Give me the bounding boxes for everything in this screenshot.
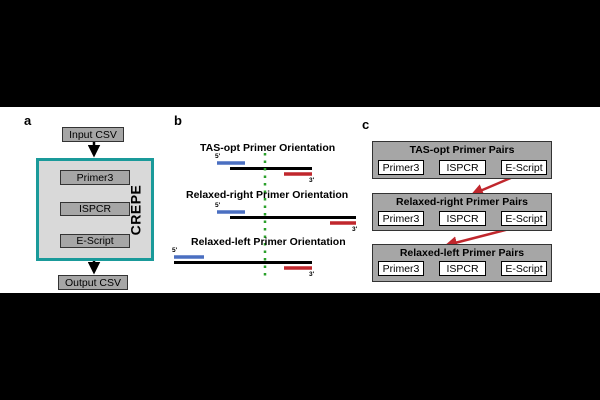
group-title-relaxed-right: Relaxed-right Primer Pairs bbox=[396, 196, 528, 208]
input-csv-box: Input CSV bbox=[62, 127, 124, 142]
orientation-title-relaxed-left: Relaxed-left Primer Orientation bbox=[191, 236, 346, 248]
escript-step-box: E-Script bbox=[60, 234, 130, 248]
c1-ispcr-box: ISPCR bbox=[439, 160, 486, 175]
three-prime-label-relaxed-right: 3' bbox=[352, 226, 358, 233]
panel-label-c: c bbox=[362, 117, 370, 132]
c3-primer3-box: Primer3 bbox=[378, 261, 424, 276]
orientation-title-tas-opt: TAS-opt Primer Orientation bbox=[200, 142, 336, 154]
c3-ispcr-box: ISPCR bbox=[439, 261, 486, 276]
primer3-step-box: Primer3 bbox=[60, 170, 130, 185]
panel-label-a: a bbox=[24, 113, 32, 128]
c2-ispcr-box: ISPCR bbox=[439, 211, 486, 226]
three-prime-label-relaxed-left: 3' bbox=[309, 271, 315, 278]
ispcr-step-box: ISPCR bbox=[60, 202, 130, 216]
panel-label-b: b bbox=[174, 113, 182, 128]
group-title-tas-opt: TAS-opt Primer Pairs bbox=[409, 144, 515, 156]
five-prime-label-relaxed-right: 5' bbox=[215, 202, 221, 209]
orientation-title-relaxed-right: Relaxed-right Primer Orientation bbox=[186, 189, 349, 201]
five-prime-label-tas-opt: 5' bbox=[215, 153, 221, 160]
c1-primer3-box: Primer3 bbox=[378, 160, 424, 175]
c2-primer3-box: Primer3 bbox=[378, 211, 424, 226]
figure-panel: a b c Input CSV CREPE Primer3 ISPCR E-Sc… bbox=[0, 107, 600, 293]
output-csv-box: Output CSV bbox=[58, 275, 128, 290]
five-prime-label-relaxed-left: 5' bbox=[172, 247, 178, 254]
c3-escript-box: E-Script bbox=[501, 261, 547, 276]
c1-escript-box: E-Script bbox=[501, 160, 547, 175]
c2-escript-box: E-Script bbox=[501, 211, 547, 226]
group-title-relaxed-left: Relaxed-left Primer Pairs bbox=[399, 247, 525, 259]
connector-tas-to-right bbox=[470, 175, 514, 196]
three-prime-label-tas-opt: 3' bbox=[309, 177, 315, 184]
